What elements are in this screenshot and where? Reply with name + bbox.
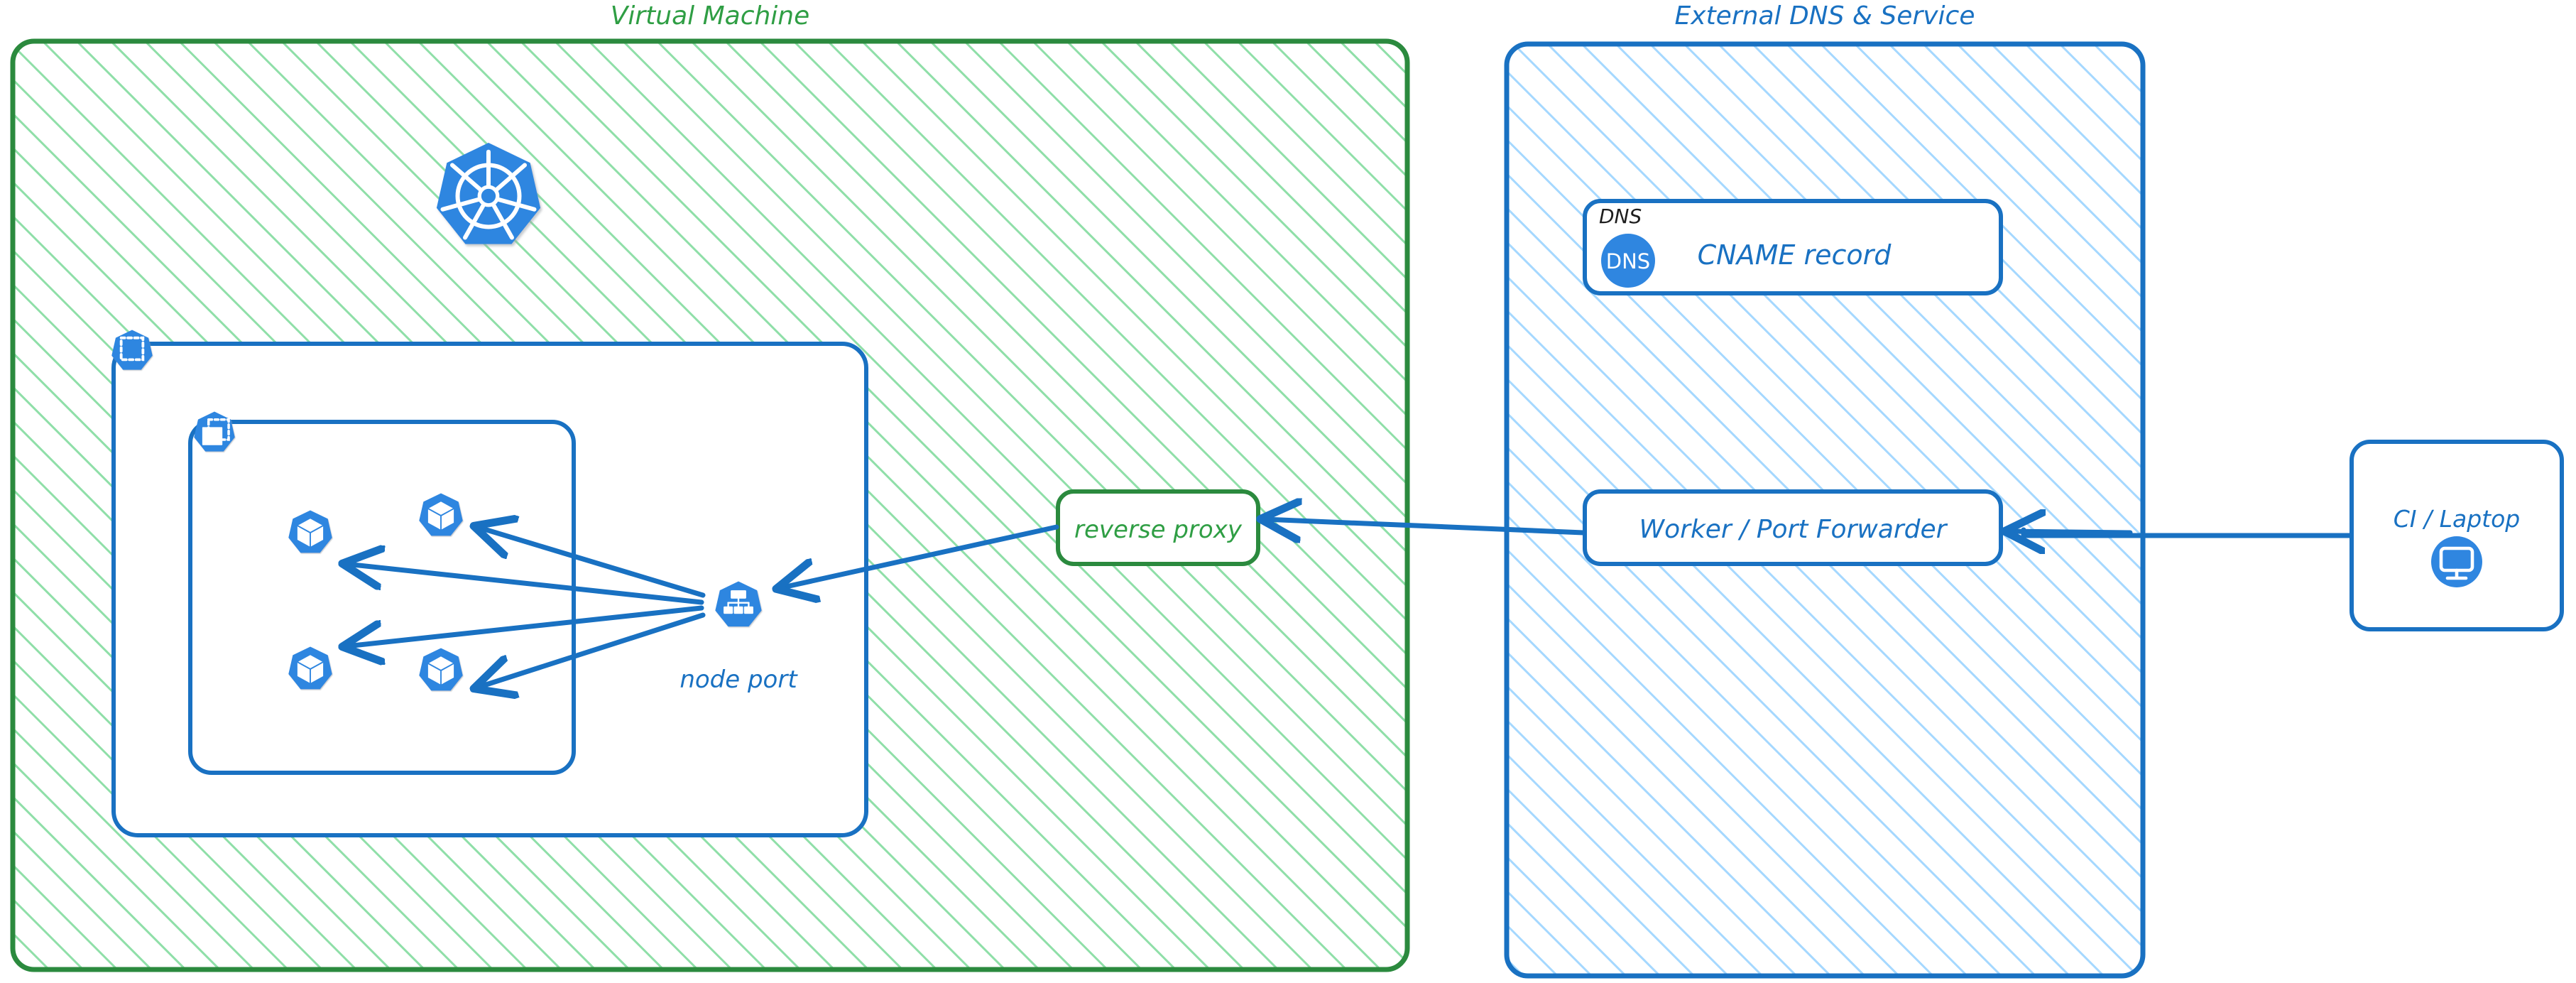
- panel-title-virtual-machine: Virtual Machine: [611, 1, 810, 31]
- cname-record-label: CNAME record: [1698, 239, 1892, 271]
- service-icon: [715, 581, 762, 627]
- service-icon-label: svc: [724, 628, 753, 648]
- connector-svc-pod4: [477, 612, 706, 688]
- connector-svc-pod1: [346, 564, 704, 605]
- replicaset-box: [188, 420, 576, 775]
- connector-svc-pod3: [346, 605, 704, 646]
- dns-badge-text: DNS: [1606, 249, 1650, 273]
- reverse-proxy-label: reverse proxy: [1074, 516, 1243, 544]
- connector-worker-to-reverse-proxy: [1264, 519, 1586, 533]
- service-to-pod-connectors: [346, 527, 706, 688]
- kubernetes-logo: [436, 143, 541, 244]
- dns-group-label: DNS: [1599, 205, 1642, 228]
- replicaset-icon-label: rs: [207, 457, 222, 474]
- pod-icon: [288, 510, 332, 553]
- pod-icon: [419, 493, 463, 536]
- dns-card[interactable]: [1583, 199, 2003, 295]
- pod-icon-label: pod: [294, 556, 326, 575]
- namespace-icon: [111, 330, 153, 370]
- ci-laptop-label: CI / Laptop: [2394, 505, 2521, 533]
- pod-icon-label: pod: [425, 694, 457, 712]
- connector-ci-laptop-to-worker: [2008, 531, 2133, 533]
- monitor-icon: [2431, 536, 2482, 587]
- pod-icon: [419, 648, 463, 691]
- worker-port-forwarder-label: Worker / Port Forwarder: [1639, 515, 1948, 544]
- connector-svc-pod2: [477, 527, 706, 598]
- connector-reverse-proxy-to-svc: [780, 524, 1059, 588]
- replicaset-icon: [194, 411, 235, 452]
- panel-title-external-dns-service: External DNS & Service: [1675, 1, 1975, 31]
- pod-icon-label: pod: [294, 693, 326, 711]
- namespace-icon-label: ns: [124, 374, 141, 391]
- pod-icon: [288, 646, 332, 690]
- ci-laptop-card[interactable]: [2349, 440, 2564, 631]
- node-port-label: node port: [680, 666, 798, 694]
- pod-icon-label: pod: [425, 539, 457, 558]
- dns-badge: DNS: [1601, 234, 1655, 288]
